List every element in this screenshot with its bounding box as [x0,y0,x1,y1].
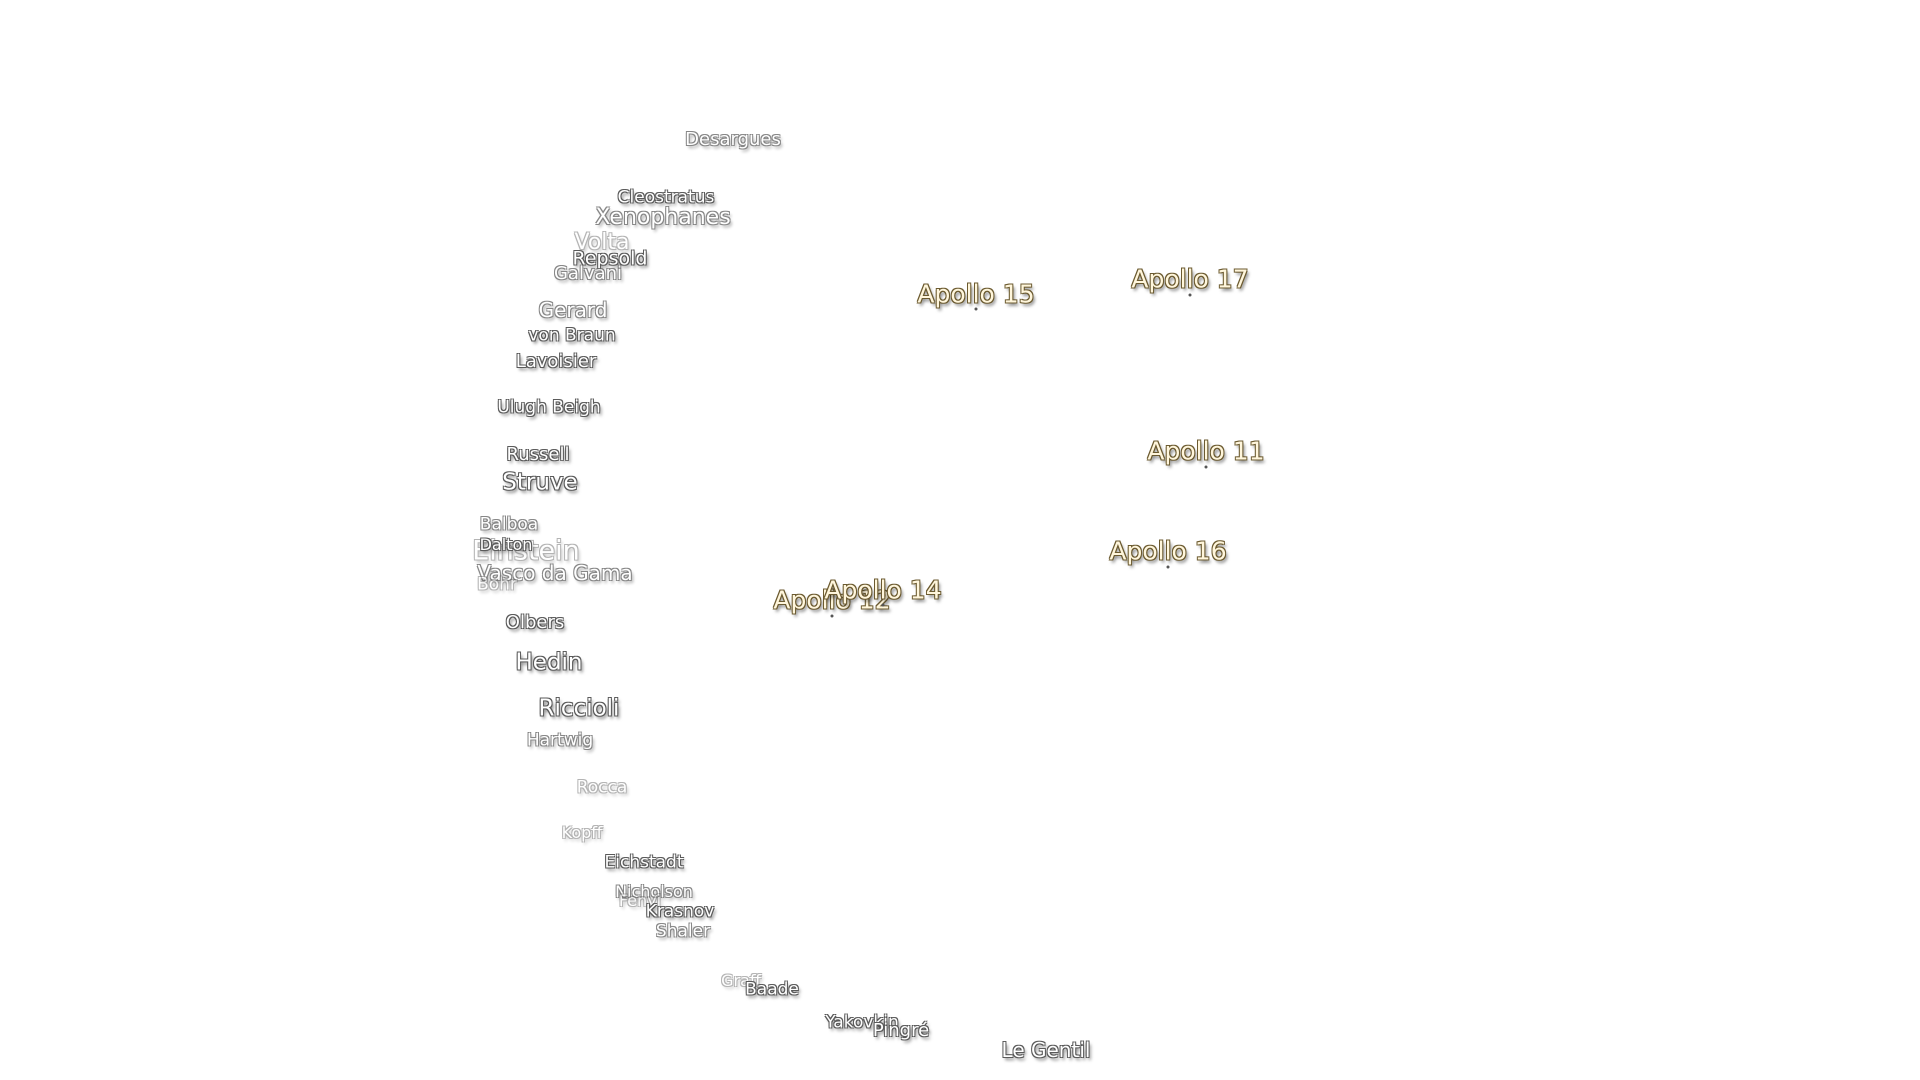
crater-label-riccioli: Riccioli [538,695,620,722]
crater-label-le-gentil: Le Gentil [1001,1038,1091,1062]
apollo-11-label: Apollo 11 [1147,436,1265,466]
crater-label-xenophanes: Xenophanes [595,205,731,230]
crater-label-ulugh-beigh: Ulugh Beigh [497,397,601,418]
crater-label-galvani: Galvani [553,263,623,284]
apollo-16-label: Apollo 16 [1109,536,1227,566]
apollo-12-label: Apollo 12 [773,585,891,615]
crater-label-gerard: Gerard [538,298,608,322]
crater-label-cleostratus: Cleostratus [617,187,715,208]
crater-label-nicholson: Nicholson [615,882,693,901]
crater-label-rocca: Rocca [576,777,628,798]
apollo-15-label: Apollo 15 [917,279,1035,309]
crater-label-shaler: Shaler [655,921,711,942]
crater-label-hedin: Hedin [515,649,583,676]
apollo-17-label: Apollo 17 [1131,264,1249,294]
apollo-12-site-marker[interactable] [830,614,834,618]
crater-label-desargues: Desargues [685,129,781,150]
apollo-14-label: Apollo 14 [824,575,942,605]
crater-label-olbers: Olbers [505,612,565,633]
crater-label-dalton: Dalton [479,535,533,554]
crater-label-fenyi: Fenyi [618,891,662,910]
crater-label-von-braun: von Braun [528,325,616,346]
crater-label-russell: Russell [506,444,570,465]
crater-label-yakovkin: Yakovkin [825,1012,899,1033]
crater-label-vasco-da-gama: Vasco da Gama [477,561,633,585]
apollo-15-site-marker[interactable] [974,307,978,311]
crater-label-pingre: Pingré [872,1020,930,1041]
apollo-11-site-marker[interactable] [1204,465,1208,469]
crater-label-volta: Volta [574,230,630,255]
crater-label-graff: Graff [721,971,761,990]
crater-label-struve: Struve [502,469,578,496]
apollo-14-site-marker[interactable] [881,603,885,607]
crater-label-einstein: Einstein [472,535,580,567]
crater-label-hartwig: Hartwig [526,730,594,751]
crater-label-krasnov: Krasnov [645,901,715,922]
crater-label-repsold: Repsold [572,247,648,270]
crater-label-lavoisier: Lavoisier [515,351,597,372]
crater-label-bohr: Bohr [477,574,517,595]
crater-label-eichstadt: Eichstadt [604,852,684,873]
crater-label-kopff: Kopff [561,823,603,842]
crater-label-balboa: Balboa [479,514,539,535]
crater-label-baade: Baade [745,979,799,1000]
apollo-16-site-marker[interactable] [1166,565,1170,569]
apollo-17-site-marker[interactable] [1188,293,1192,297]
